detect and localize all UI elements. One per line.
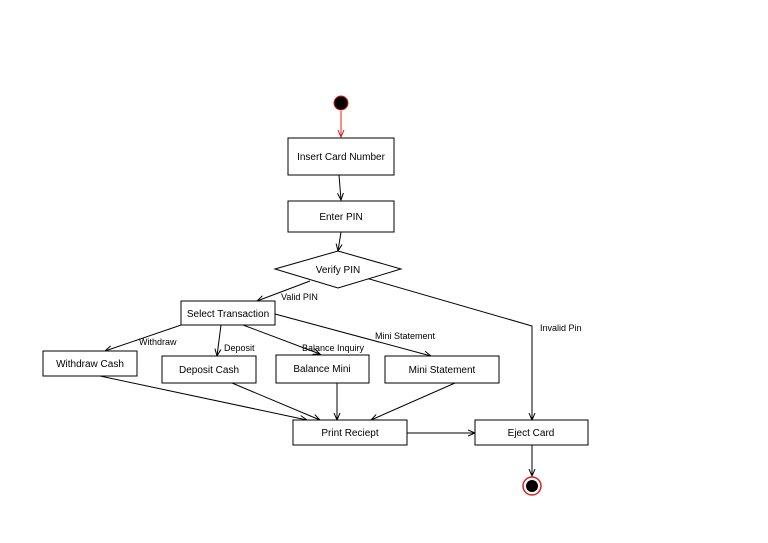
node-verify-pin-label: Verify PIN xyxy=(316,265,360,276)
node-balance-mini: Balance Mini xyxy=(275,354,370,384)
node-eject-card-label: Eject Card xyxy=(508,428,555,439)
edge-verify-to-select xyxy=(257,280,311,301)
edge-label-deposit: Deposit xyxy=(224,343,255,353)
node-withdraw-cash-label: Withdraw Cash xyxy=(56,359,124,370)
node-select-transaction: Select Transaction xyxy=(180,300,276,326)
edge-label-balance-inquiry: Balance Inquiry xyxy=(302,343,365,353)
edge-select-to-ministatement xyxy=(274,313,431,356)
node-balance-mini-label: Balance Mini xyxy=(293,364,350,375)
edge-ministatement-to-print xyxy=(371,382,456,420)
edge-verify-to-eject xyxy=(365,277,532,420)
edge-withdraw-to-print xyxy=(99,375,307,420)
initial-node xyxy=(333,95,349,111)
node-print-receipt: Print Reciept xyxy=(292,419,408,446)
edge-select-to-balance xyxy=(242,324,320,354)
node-enter-pin: Enter PIN xyxy=(287,200,395,233)
node-enter-pin-label: Enter PIN xyxy=(319,212,362,223)
final-node xyxy=(522,476,542,496)
node-mini-statement: Mini Statement xyxy=(384,355,500,384)
node-print-receipt-label: Print Reciept xyxy=(321,428,378,439)
node-deposit-cash-label: Deposit Cash xyxy=(179,365,239,376)
node-eject-card: Eject Card xyxy=(474,419,589,446)
edge-select-to-withdraw xyxy=(105,322,188,351)
node-deposit-cash: Deposit Cash xyxy=(161,355,257,384)
edge-deposit-to-print xyxy=(231,382,320,420)
edge-select-to-deposit xyxy=(217,324,222,356)
node-insert-card-label: Insert Card Number xyxy=(297,152,385,163)
edge-label-mini-statement: Mini Statement xyxy=(375,331,436,341)
node-select-transaction-label: Select Transaction xyxy=(187,309,269,320)
edge-label-invalid-pin: Invalid Pin xyxy=(540,323,582,333)
edge-label-valid-pin: Valid PIN xyxy=(281,292,318,302)
edge-insert-to-enter xyxy=(339,174,341,200)
node-verify-pin: Verify PIN xyxy=(273,250,403,289)
node-withdraw-cash: Withdraw Cash xyxy=(42,350,138,377)
node-mini-statement-label: Mini Statement xyxy=(409,365,476,376)
edge-enter-to-verify xyxy=(338,231,341,251)
edge-label-withdraw: Withdraw xyxy=(139,337,177,347)
node-insert-card: Insert Card Number xyxy=(287,137,395,176)
